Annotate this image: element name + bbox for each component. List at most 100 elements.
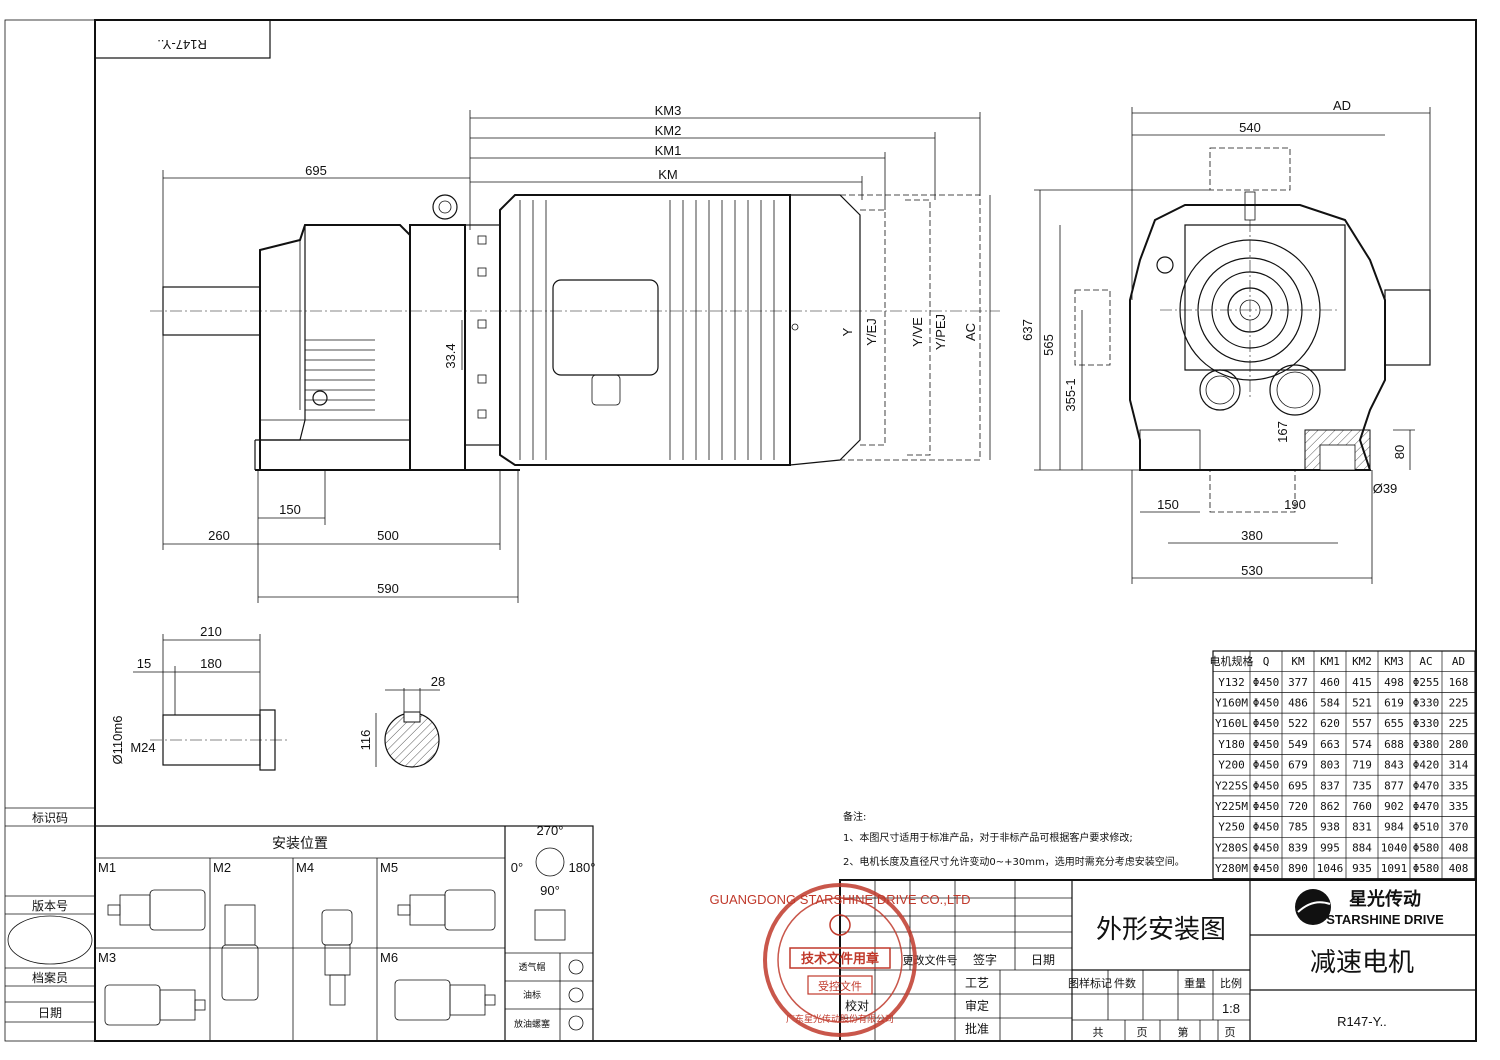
dim-d39: Ø39 — [1373, 481, 1398, 496]
notes: 备注: 1、本图尺寸适用于标准产品，对于非标产品可根据客户要求修改; 2、电机长… — [843, 810, 1185, 868]
rev-sign: 签字 — [973, 952, 997, 967]
note-2: 2、电机长度及直径尺寸允许变动0~+30mm，选用时需充分考虑安装空间。 — [843, 855, 1185, 868]
table-cell: Φ450 — [1253, 717, 1280, 730]
table-cell: 902 — [1384, 800, 1404, 813]
angle-180: 180° — [569, 860, 596, 875]
dim-500: 500 — [377, 528, 399, 543]
table-cell: 679 — [1288, 759, 1308, 772]
table-cell: Y160M — [1215, 696, 1248, 709]
role-approve: 批准 — [965, 1021, 989, 1036]
table-cell: 522 — [1288, 717, 1308, 730]
pos-m2: M2 — [213, 860, 231, 875]
table-cell: Y200 — [1218, 759, 1245, 772]
table-cell: Y280S — [1215, 841, 1248, 854]
dim-167: 167 — [1275, 421, 1290, 443]
mounting-panel: 安装位置 M1 M2 M4 M5 M3 M6 270° 0° 180° 90° … — [94, 823, 596, 1042]
table-cell: 1046 — [1317, 862, 1344, 875]
dim-150-front: 150 — [279, 502, 301, 517]
sheet-unit-b: 页 — [1225, 1026, 1236, 1039]
table-cell: Φ450 — [1253, 759, 1280, 772]
dim-ad: AD — [1333, 98, 1351, 113]
table-cell: Φ330 — [1413, 717, 1440, 730]
pos-m5: M5 — [380, 860, 398, 875]
table-cell: 415 — [1352, 676, 1372, 689]
table-header-6: AC — [1419, 655, 1432, 668]
dim-80: 80 — [1392, 445, 1407, 459]
table-cell: Y280M — [1215, 862, 1248, 875]
angle-270: 270° — [537, 823, 564, 838]
col-scale: 比例 — [1220, 976, 1242, 990]
table-cell: Φ380 — [1413, 738, 1440, 751]
table-cell: 280 — [1449, 738, 1469, 751]
dim-m24: M24 — [130, 740, 155, 755]
table-header-7: AD — [1452, 655, 1465, 668]
table-cell: 803 — [1320, 759, 1340, 772]
table-cell: Y250 — [1218, 821, 1245, 834]
angle-90: 90° — [540, 883, 560, 898]
dim-355: 355-1 — [1063, 378, 1078, 411]
table-cell: Y160L — [1215, 717, 1248, 730]
dim-540: 540 — [1239, 120, 1261, 135]
pos-m6: M6 — [380, 950, 398, 965]
company-name: 星光传动 — [1349, 888, 1421, 910]
dim-15: 15 — [137, 656, 151, 671]
role-check: 校对 — [845, 998, 869, 1013]
table-cell: 663 — [1320, 738, 1340, 751]
table-cell: 1091 — [1381, 862, 1408, 875]
dim-180: 180 — [200, 656, 222, 671]
label-ac: AC — [963, 323, 978, 341]
pos-m3: M3 — [98, 950, 116, 965]
table-cell: Y225M — [1215, 800, 1248, 813]
table-cell: 335 — [1449, 800, 1469, 813]
dim-116: 116 — [358, 730, 373, 751]
table-cell: 688 — [1384, 738, 1404, 751]
model-stamp-box — [94, 19, 271, 59]
side-dimensions: AD 540 637 565 355-1 167 80 Ø39 150 190 … — [1020, 98, 1431, 584]
label-y-ej: Y/EJ — [864, 318, 879, 345]
table-cell: 890 — [1288, 862, 1308, 875]
company-seal: 技术文件用章 受控文件 广东星光传动股份有限公司 GUANGDONG STARS… — [710, 883, 971, 1037]
dim-210: 210 — [200, 624, 222, 639]
table-cell: 620 — [1320, 717, 1340, 730]
dim-380: 380 — [1241, 528, 1263, 543]
side-label-version: 版本号 — [32, 899, 68, 913]
table-cell: 935 — [1352, 862, 1372, 875]
table-cell: 370 — [1449, 821, 1469, 834]
table-cell: 995 — [1320, 841, 1340, 854]
table-cell: 785 — [1288, 821, 1308, 834]
table-cell: Y180 — [1218, 738, 1245, 751]
table-cell: 557 — [1352, 717, 1372, 730]
table-cell: Φ420 — [1413, 759, 1440, 772]
table-cell: Φ450 — [1253, 696, 1280, 709]
dim-637: 637 — [1020, 319, 1035, 341]
model-stamp: R147-Y.. — [157, 37, 207, 52]
table-cell: 408 — [1449, 862, 1469, 875]
table-cell: 574 — [1352, 738, 1372, 751]
table-cell: 314 — [1449, 759, 1469, 772]
table-cell: 719 — [1352, 759, 1372, 772]
table-cell: 843 — [1384, 759, 1404, 772]
seal-main: 技术文件用章 — [801, 951, 879, 967]
seal-ring-text: GUANGDONG STARSHINE DRIVE CO.,LTD — [710, 892, 971, 907]
col-mark: 图样标记 — [1068, 976, 1112, 990]
table-cell: 831 — [1352, 821, 1372, 834]
col-weight: 重量 — [1184, 976, 1206, 990]
seal-sub: 受控文件 — [818, 979, 862, 993]
table-header-1: Q — [1263, 655, 1270, 668]
dim-km: KM — [658, 167, 678, 182]
side-label-archivist: 档案员 — [32, 970, 68, 985]
table-cell: Φ255 — [1413, 676, 1440, 689]
sheet-unit-a: 页 — [1137, 1026, 1148, 1039]
dim-km2: KM2 — [655, 123, 682, 138]
table-header-5: KM3 — [1384, 655, 1404, 668]
dim-190: 190 — [1284, 497, 1306, 512]
table-cell: 619 — [1384, 696, 1404, 709]
table-cell: Φ580 — [1413, 862, 1440, 875]
shaft-detail: 210 15 180 Ø110m6 M24 28 116 — [110, 624, 445, 771]
table-cell: 839 — [1288, 841, 1308, 854]
table-cell: Y225S — [1215, 779, 1248, 792]
company-name-en: STARSHINE DRIVE — [1326, 912, 1444, 927]
role-approve-def: 审定 — [965, 998, 989, 1013]
table-cell: Φ450 — [1253, 862, 1280, 875]
table-cell: 408 — [1449, 841, 1469, 854]
